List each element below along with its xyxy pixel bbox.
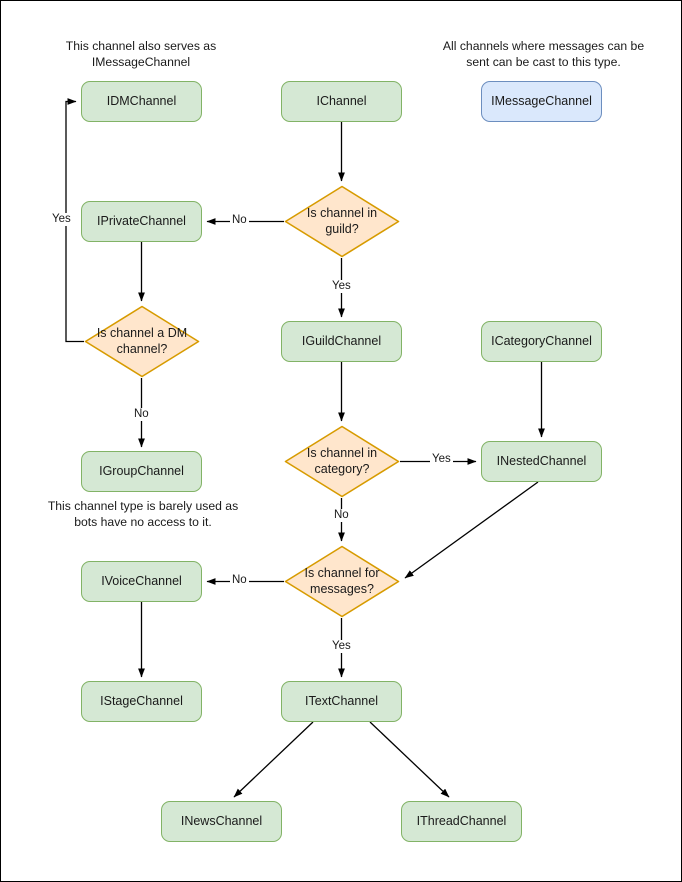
edge-itext-to-ithread <box>369 721 450 798</box>
decision-label: Is channel for messages? <box>304 565 380 596</box>
node-ivoicechannel[interactable]: IVoiceChannel <box>81 561 202 602</box>
note-dm-channel: This channel also serves as IMessageChan… <box>65 39 217 69</box>
node-ithreadchannel[interactable]: IThreadChannel <box>401 801 522 842</box>
decision-label: Is channel in guild? <box>306 205 378 236</box>
note-message-channel: All channels where messages can be sent … <box>442 39 645 69</box>
edge-label-guild-no: No <box>230 214 249 227</box>
edge-label-dm-no: No <box>132 408 151 421</box>
edge-label-dm-yes: Yes <box>50 213 73 226</box>
node-inewschannel[interactable]: INewsChannel <box>161 801 282 842</box>
diamond-shape-icon <box>284 185 400 258</box>
edge-label-category-yes: Yes <box>430 453 453 466</box>
node-idmchannel[interactable]: IDMChannel <box>81 81 202 122</box>
node-itextchannel[interactable]: ITextChannel <box>281 681 402 722</box>
diamond-shape-icon <box>284 425 400 498</box>
decision-is-channel-for-messages[interactable]: Is channel for messages? <box>284 545 400 618</box>
edge-inested-to-messages-q <box>404 481 539 579</box>
edge-itext-to-inews <box>233 721 314 798</box>
decision-is-channel-in-guild[interactable]: Is channel in guild? <box>284 185 400 258</box>
node-igroupchannel[interactable]: IGroupChannel <box>81 451 202 492</box>
decision-label: Is channel in category? <box>306 445 378 476</box>
decision-label: Is channel a DM channel? <box>96 325 188 356</box>
note-group-channel: This channel type is barely used as bots… <box>47 499 239 529</box>
decision-is-channel-a-dm-channel[interactable]: Is channel a DM channel? <box>84 305 200 378</box>
node-icategorychannel[interactable]: ICategoryChannel <box>481 321 602 362</box>
diamond-shape-icon <box>84 305 200 378</box>
edge-label-category-no: No <box>332 509 351 522</box>
node-iguildchannel[interactable]: IGuildChannel <box>281 321 402 362</box>
node-istagechannel[interactable]: IStageChannel <box>81 681 202 722</box>
node-ichannel[interactable]: IChannel <box>281 81 402 122</box>
node-imessagechannel[interactable]: IMessageChannel <box>481 81 602 122</box>
edge-label-messages-no: No <box>230 574 249 587</box>
node-inestedchannel[interactable]: INestedChannel <box>481 441 602 482</box>
decision-is-channel-in-category[interactable]: Is channel in category? <box>284 425 400 498</box>
edge-label-guild-yes: Yes <box>330 280 353 293</box>
diamond-shape-icon <box>284 545 400 618</box>
edge-label-messages-yes: Yes <box>330 640 353 653</box>
node-iprivatechannel[interactable]: IPrivateChannel <box>81 201 202 242</box>
